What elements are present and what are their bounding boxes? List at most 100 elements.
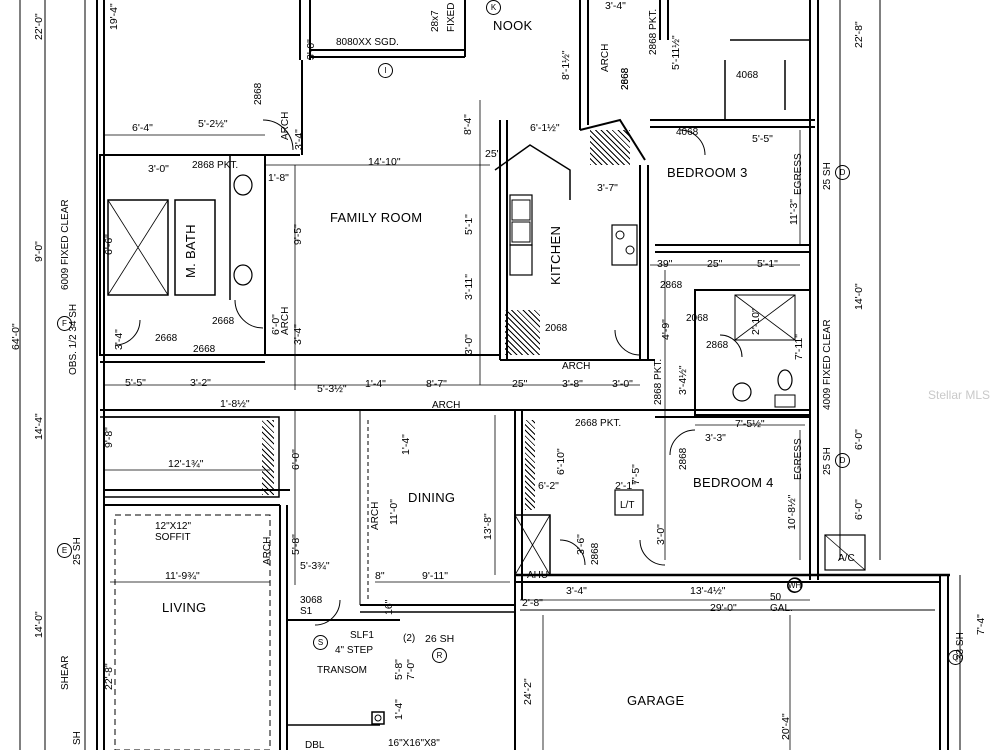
dim-label: 6'-2" <box>538 480 559 492</box>
note: TRANSOM <box>317 665 367 676</box>
note: AHU <box>527 570 549 581</box>
note: 2068 <box>686 313 709 324</box>
dim-label: 3'-4" <box>113 329 125 350</box>
dim-label: 26 SH <box>425 633 455 645</box>
dim-label: 64'-0" <box>10 323 22 350</box>
dim-label: 1'-8½" <box>220 398 250 410</box>
dim-label: 5'-3¾" <box>300 560 330 572</box>
dim-label: 4'-9" <box>660 319 672 340</box>
dim-label: 2'-1" <box>615 480 636 492</box>
note: 2868 PKT. <box>192 160 239 171</box>
dim-label: 14'-0" <box>853 283 865 310</box>
dim-label: 1'-4" <box>365 378 386 390</box>
note: 2868 PKT. <box>648 8 659 55</box>
dim-label: 5'-1" <box>757 258 778 270</box>
dim-label: 3'-4" <box>605 0 626 12</box>
room-bedroom4: BEDROOM 4 <box>693 475 774 490</box>
dim-label: 6'-10" <box>555 448 567 475</box>
water-heater-tag: WH <box>787 578 802 593</box>
dim-label: 29'-0" <box>710 602 737 614</box>
dim-label: 3'-3" <box>705 432 726 444</box>
dim-label: 3'-4½" <box>677 365 689 395</box>
room-master-bath: M. BATH <box>183 224 198 278</box>
dim-label: 9'-0" <box>33 241 45 262</box>
note: ARCH <box>280 306 291 335</box>
dim-label: 6'-4" <box>132 122 153 134</box>
dim-label: 11'-3" <box>788 199 800 225</box>
dim-label: 3'-0" <box>305 39 317 60</box>
note: 25 SH <box>72 537 83 565</box>
note: 4068 <box>736 70 759 81</box>
dim-label: 3'-0" <box>148 163 169 175</box>
dim-label: 3'-4" <box>566 585 587 597</box>
note: SLF1 <box>350 630 374 641</box>
room-kitchen: KITCHEN <box>548 225 563 285</box>
note: 2868 PKT. <box>653 358 664 405</box>
dim-label: 9'-11" <box>422 570 448 582</box>
dim-label: 5'-8" <box>393 659 405 680</box>
window-tag: E <box>57 543 72 558</box>
note: EGRESS <box>793 153 804 195</box>
note: OBS. 1/2 34 SH <box>68 303 79 375</box>
dim-label: 8'-4" <box>462 114 474 135</box>
room-dining: DINING <box>408 490 456 505</box>
dim-label: 3'-2" <box>190 377 211 389</box>
dim-label: 13'-4½" <box>690 585 726 597</box>
note: 4068 <box>676 127 699 138</box>
dim-label: 14'-4" <box>33 413 45 440</box>
dim-label: 5'-3½" <box>317 383 347 395</box>
dim-label: 11'-0" <box>388 499 400 525</box>
dim-label: 7'-11" <box>793 334 805 360</box>
wall-hatch-left <box>525 420 535 510</box>
dim-label: 7'-5½" <box>735 418 765 430</box>
note: 2668 <box>212 316 235 327</box>
note: A/C <box>838 553 855 564</box>
dim-label: 10'-8½" <box>786 494 798 530</box>
dim-label: 3'-11" <box>463 274 475 300</box>
room-nook: NOOK <box>493 18 533 33</box>
dim-label: 2'-8" <box>522 597 543 609</box>
room-garage: GARAGE <box>627 693 685 708</box>
note: 2068 <box>545 323 568 334</box>
dim-label: 8" <box>375 570 385 582</box>
dim-label: 25" <box>485 148 501 160</box>
note: 2668 PKT. <box>575 418 622 429</box>
note: 2868 <box>253 82 264 105</box>
dim-label: 22'-8" <box>853 21 865 48</box>
wall-hatch-kitchen <box>505 310 540 355</box>
dim-label: 1'-4" <box>393 699 405 720</box>
dim-label: 25" <box>512 378 528 390</box>
dim-label: 22'-8" <box>103 663 115 690</box>
note: SH <box>72 731 83 745</box>
dim-label: 39" <box>657 258 673 270</box>
dim-label: 14'-10" <box>368 156 401 168</box>
note: L/T <box>620 500 635 511</box>
room-living: LIVING <box>162 600 207 615</box>
note: (2) <box>403 633 416 644</box>
dim-label: 1'-4" <box>400 434 412 455</box>
dim-label: 6'-6" <box>103 234 115 255</box>
dim-label: 9'-5" <box>292 224 304 245</box>
note: 2668 <box>620 67 631 90</box>
note: ARCH <box>280 111 291 140</box>
wall-hatch-living <box>262 420 274 495</box>
dim-label: 3'-0" <box>463 334 475 355</box>
dim-label: 5'-1" <box>463 214 475 235</box>
dim-label: 3'-0" <box>655 524 667 545</box>
dim-label: 13'-8" <box>482 513 494 540</box>
dim-label: 6'-0" <box>290 449 302 470</box>
dim-label: 5'-2½" <box>198 118 228 130</box>
dim-label: 6'-0" <box>853 429 865 450</box>
dim-label: 22'-0" <box>33 13 45 40</box>
dim-label: 3'-4" <box>293 129 305 150</box>
note: ARCH <box>562 361 591 372</box>
note: 2868 <box>660 280 683 291</box>
dim-label: 19'-4" <box>108 3 120 30</box>
note: 16"X16"X8" <box>388 738 440 749</box>
dim-label: 6'-0" <box>853 499 865 520</box>
note: 25 SH <box>822 447 833 475</box>
dim-label: 3'-7" <box>597 182 618 194</box>
dim-label: 8'-1½" <box>560 50 572 80</box>
window-tag: R <box>432 648 447 663</box>
window-tag: I <box>378 63 393 78</box>
